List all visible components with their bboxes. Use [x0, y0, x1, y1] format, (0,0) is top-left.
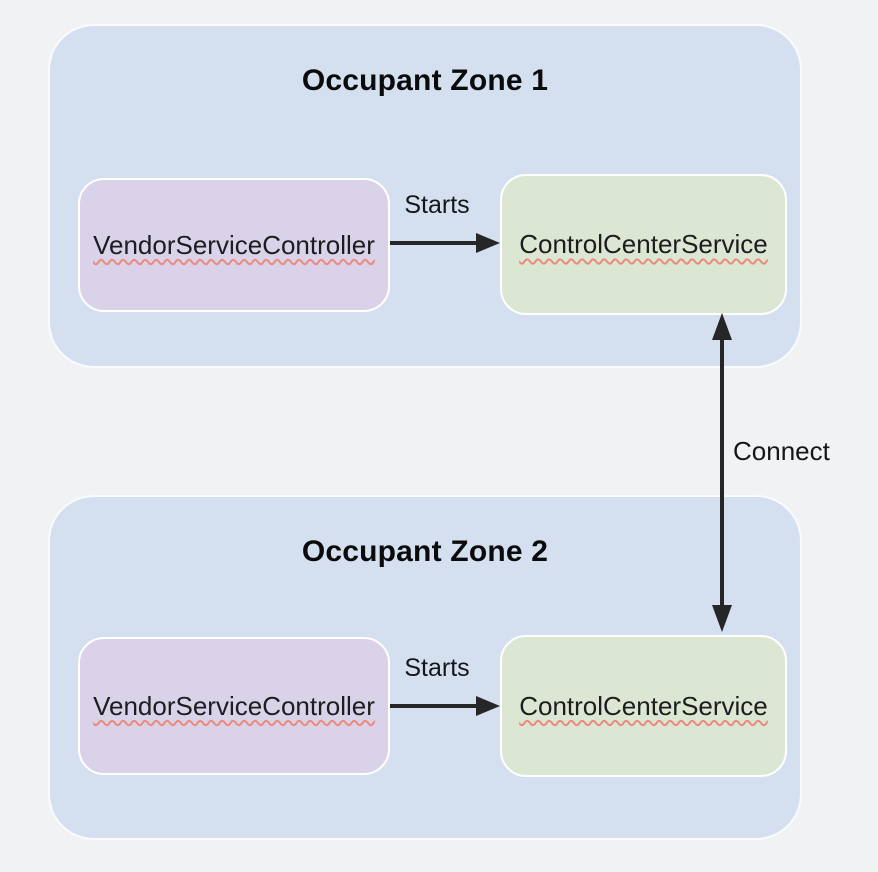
vendor-service-controller-label: VendorServiceController	[93, 690, 375, 721]
vendor-service-controller-node-zone-1: VendorServiceController	[78, 178, 390, 312]
control-center-service-node-zone-1: ControlCenterService	[500, 174, 787, 315]
control-center-service-label: ControlCenterService	[519, 229, 768, 259]
occupant-zone-1: Occupant Zone 1 VendorServiceController …	[48, 24, 802, 368]
zone-1-title: Occupant Zone 1	[301, 64, 549, 97]
control-center-service-node-zone-2: ControlCenterService	[500, 635, 787, 777]
vendor-service-controller-node-zone-2: VendorServiceController	[78, 637, 390, 775]
starts-label-zone-1: Starts	[404, 191, 470, 219]
control-center-service-label: ControlCenterService	[519, 690, 768, 721]
vendor-service-controller-label: VendorServiceController	[93, 229, 375, 260]
zone-2-title: Occupant Zone 2	[301, 535, 549, 568]
starts-label-zone-2: Starts	[404, 654, 470, 682]
connect-label: Connect	[733, 436, 830, 466]
occupant-zone-2: Occupant Zone 2 VendorServiceController …	[48, 495, 802, 840]
